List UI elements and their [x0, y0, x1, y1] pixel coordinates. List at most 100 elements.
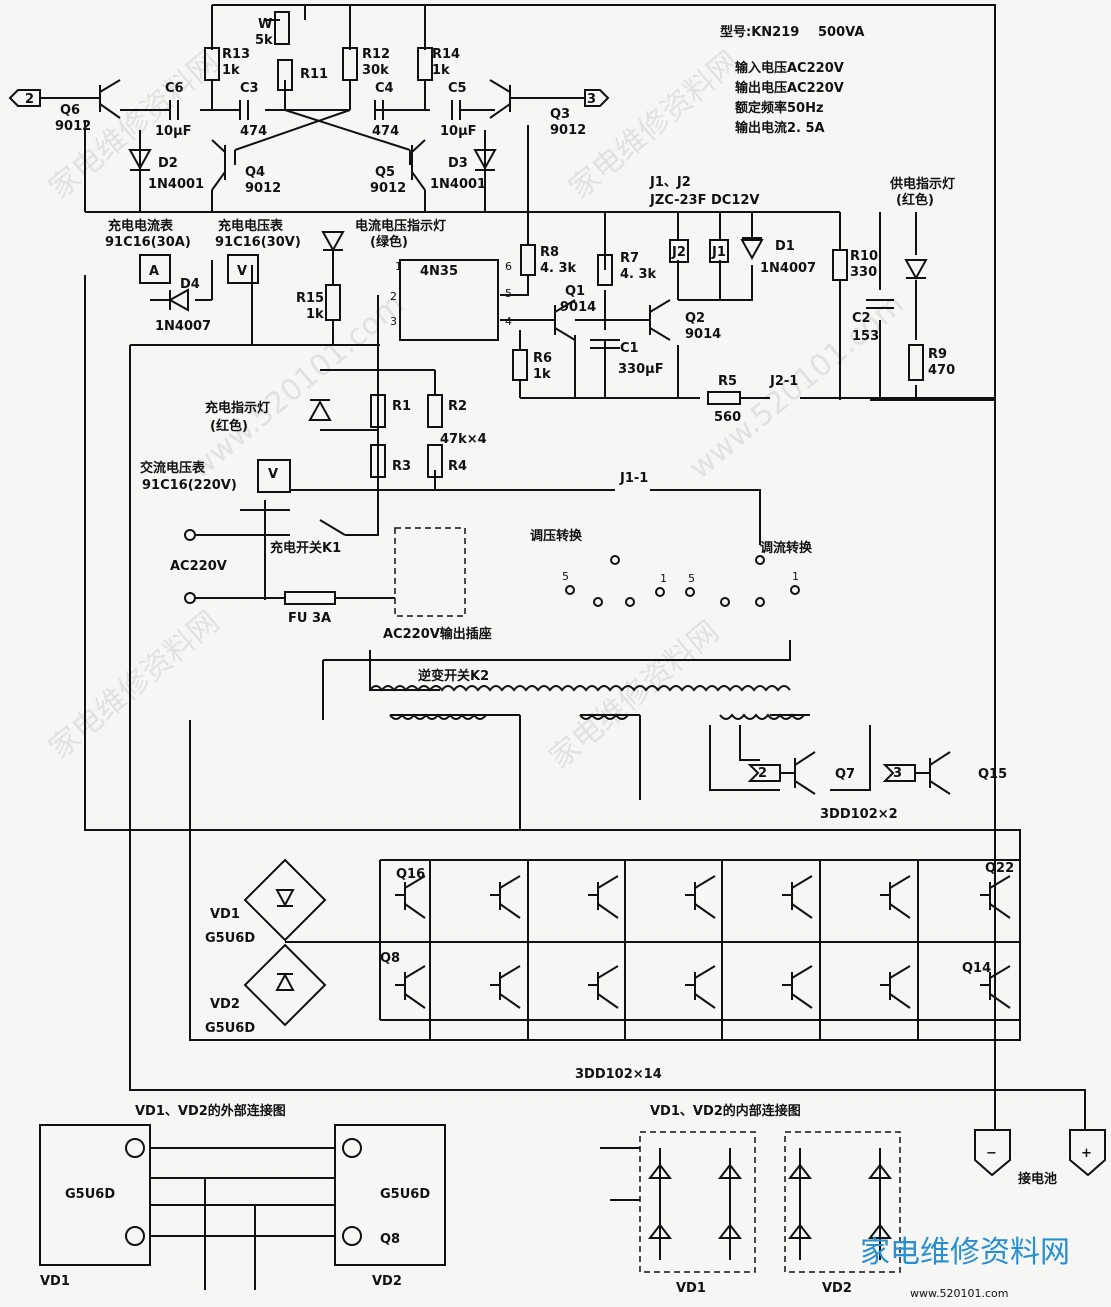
q7-q15-type: 3DD102×2	[820, 807, 898, 822]
curr-switch-common	[755, 555, 765, 565]
plus-icon: +	[1081, 1146, 1092, 1161]
vd2-label: VD2	[210, 997, 240, 1012]
r5-value: 560	[714, 410, 741, 425]
r15-resistor	[325, 284, 341, 321]
switch-pos: 1	[660, 572, 667, 585]
q15-label: Q15	[978, 767, 1007, 782]
ac220-label: AC220V	[170, 559, 227, 574]
q5-transistor	[409, 139, 426, 191]
volt-switch-common	[610, 555, 620, 565]
input-voltage-text: 输入电压AC220V	[735, 60, 844, 76]
indicator-color: (绿色)	[370, 234, 408, 250]
switch-pos: 1	[792, 570, 799, 583]
internal-diagram-title: VD1、VD2的内部连接图	[650, 1103, 801, 1119]
relay-title: J1、J2	[649, 175, 691, 190]
w-potentiometer	[274, 11, 290, 45]
optocoupler-label: 4N35	[420, 264, 458, 279]
c6-value: 10μF	[155, 124, 192, 139]
q15-input-tag	[882, 764, 916, 782]
relay-model: JZC-23F DC12V	[649, 193, 759, 208]
r9-label: R9	[928, 347, 947, 362]
resistors	[204, 11, 924, 605]
q3-output-tag	[584, 89, 610, 107]
q7-input-number: 2	[758, 766, 767, 781]
pin-label: 4	[505, 315, 512, 328]
d2-label: D2	[158, 156, 178, 171]
r10-resistor	[832, 249, 848, 281]
frequency-text: 额定频率50Hz	[735, 100, 824, 116]
bridge-rectifiers	[243, 858, 327, 1027]
output-voltage-text: 输出电压AC220V	[735, 80, 844, 96]
q2-transistor	[640, 299, 671, 341]
vd2-type: G5U6D	[205, 1021, 255, 1036]
pin-label: 2	[390, 290, 397, 303]
d1-value: 1N4007	[760, 261, 816, 276]
charge-led	[308, 399, 332, 421]
ext-vd2-label: VD2	[372, 1274, 402, 1289]
ac-terminal	[184, 592, 196, 604]
ac-output-socket	[394, 527, 466, 617]
site-logo-text: 家电维修资料网	[860, 1235, 1070, 1270]
c2-capacitor	[866, 299, 894, 309]
d4-diode	[167, 288, 189, 312]
power-led-title: 供电指示灯	[889, 176, 955, 192]
r9-value: 470	[928, 363, 955, 378]
q4-label: Q4	[245, 165, 265, 180]
vd1-type: G5U6D	[205, 931, 255, 946]
voltmeter-title: 充电电压表	[218, 218, 284, 234]
c3-capacitor	[239, 100, 249, 120]
q3-output-number: 3	[587, 92, 596, 107]
q16-label: Q16	[396, 867, 425, 882]
d4-label: D4	[180, 277, 200, 292]
q1-type: 9014	[560, 300, 596, 315]
ammeter-symbol: A	[149, 264, 159, 279]
k2-label: 逆变开关K2	[418, 668, 489, 684]
meters	[139, 254, 291, 493]
d2-diode	[128, 149, 152, 171]
d1-label: D1	[775, 239, 795, 254]
r11-resistor	[277, 59, 293, 91]
q2-label: Q2	[685, 311, 705, 326]
j1-label: J1	[711, 245, 726, 260]
r7-label: R7	[620, 251, 639, 266]
diodes	[128, 149, 928, 421]
c4-label: C4	[375, 81, 394, 96]
r14-value: 1k	[432, 63, 450, 78]
indicator-title: 电流电压指示灯	[355, 218, 446, 234]
minus-icon: −	[986, 1146, 997, 1161]
r3-resistor	[370, 444, 386, 478]
switch-pos: 5	[562, 570, 569, 583]
voltmeter	[227, 254, 259, 284]
pin-label: 1	[395, 260, 402, 273]
c3-label: C3	[240, 81, 259, 96]
q6-transistor	[90, 79, 121, 119]
battery-negative-terminal	[974, 1129, 1011, 1177]
relays	[669, 239, 729, 263]
watermark: 家电维修资料网	[543, 614, 726, 776]
watermark: 家电维修资料网	[43, 604, 226, 766]
volt-switch-label: 调压转换	[530, 528, 583, 544]
q4-type: 9012	[245, 181, 281, 196]
optocoupler-4n35	[399, 259, 499, 341]
transformer-secondary	[389, 713, 805, 720]
c1-capacitor	[590, 339, 620, 349]
r2-resistor	[427, 394, 443, 428]
output-current-text: 输出电流2. 5A	[735, 120, 825, 136]
r4-label: R4	[448, 459, 467, 474]
q7-input-tag	[747, 764, 781, 782]
charge-led-title: 充电指示灯	[205, 400, 270, 416]
indicator-led	[321, 231, 345, 253]
q5-type: 9012	[370, 181, 406, 196]
power-led	[904, 259, 928, 281]
j1-relay	[709, 239, 729, 263]
ammeter-title: 充电电流表	[108, 218, 174, 234]
r7-value: 4. 3k	[620, 267, 657, 282]
voltmeter-model: 91C16(30V)	[215, 235, 301, 250]
r15-value: 1k	[306, 307, 324, 322]
internal-connection-diagram	[600, 1131, 901, 1273]
battery-terminals: − +	[974, 1129, 1106, 1177]
r10-value: 330	[850, 265, 877, 280]
c6-capacitor	[169, 100, 179, 120]
d3-label: D3	[448, 156, 468, 171]
r14-resistor	[417, 47, 433, 81]
